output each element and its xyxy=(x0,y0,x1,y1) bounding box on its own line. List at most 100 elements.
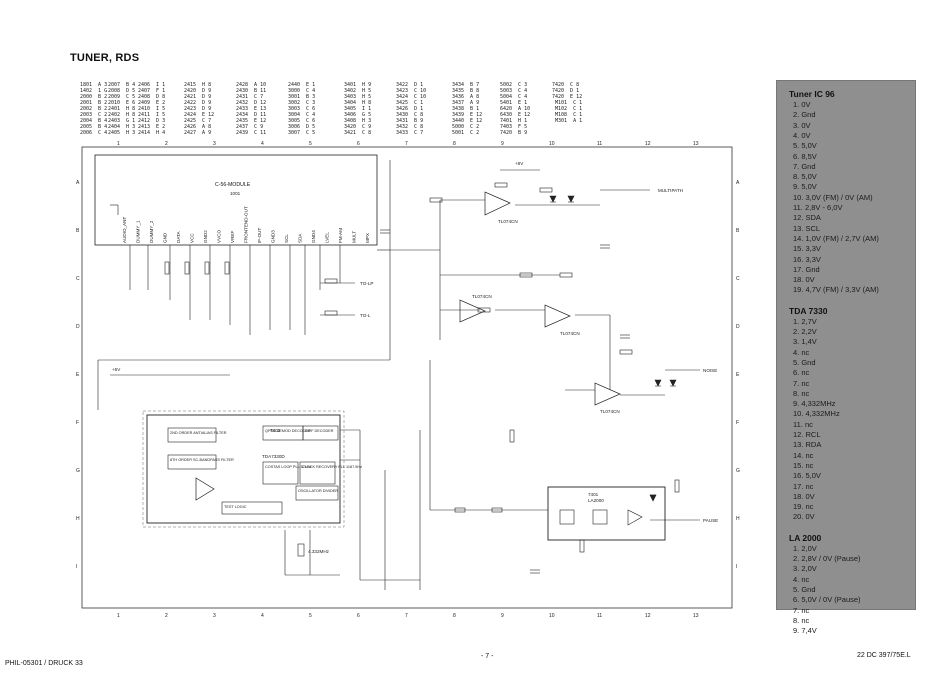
pinout-row: 1. 2,7V xyxy=(793,316,817,326)
supply-label: +5V xyxy=(112,367,121,372)
node-labels: MULTIPATH TO-LP TO-L NOISE PAUSE +5V +8V xyxy=(112,161,718,523)
grid-row-label: G xyxy=(76,468,80,474)
pinout-row: 20. 0V xyxy=(793,512,815,522)
rds-function-block-label: DIFF DECODER xyxy=(305,429,334,433)
pinout-row: 5. 5,0V xyxy=(793,141,817,151)
pinout-row: 3. 2,0V xyxy=(793,564,817,574)
parts-column: 2406 I 1 2407 F 1 2408 D 8 2409 E 2 2410… xyxy=(138,82,166,136)
grid-column-label: 1 xyxy=(117,613,120,619)
pinout-row: 17. Gnd xyxy=(793,264,820,274)
node-to-lp: TO-LP xyxy=(360,281,373,286)
pinout-row: 5. Gnd xyxy=(793,584,816,594)
grid-row-label: A xyxy=(76,180,80,186)
pinout-section-title: Tuner IC 96 xyxy=(789,89,835,99)
la2000-id: 7401 xyxy=(588,492,599,497)
opamp-label-1: TL074CN xyxy=(498,219,518,224)
module-pin-label: GND2 xyxy=(203,230,208,243)
rds-function-block-label: TEST LOGIC xyxy=(224,505,247,509)
grid-column-label: 6 xyxy=(357,613,360,619)
grid-column-label: 9 xyxy=(501,141,504,147)
grid-row-label: I xyxy=(736,564,737,570)
pinout-row: 5. Gnd xyxy=(793,357,816,367)
pinout-row: 9. 7,4V xyxy=(793,626,817,636)
pinout-row: 2. Gnd xyxy=(793,110,816,120)
grid-row-label: C xyxy=(76,276,80,282)
drawing-frame xyxy=(81,146,733,609)
rds-function-block xyxy=(302,425,339,441)
pinout-row: 14. 1,0V (FM) / 2,7V (AM) xyxy=(793,233,879,243)
module-pin-label: DATA xyxy=(176,230,181,243)
diodes xyxy=(549,195,677,502)
module-pin-label: FM-AM xyxy=(338,228,343,243)
grid-row-label: C xyxy=(736,276,740,282)
pinout-row: 7. Gnd xyxy=(793,161,816,171)
pinout-row: 15. nc xyxy=(793,460,814,470)
grid-row-label: B xyxy=(736,228,740,234)
rds-function-block xyxy=(167,427,217,443)
module-label: C-56-MODULE xyxy=(215,182,251,188)
module-pin-label: VVCO xyxy=(217,230,222,243)
grid-column-label: 1 xyxy=(117,141,120,147)
pinout-row: 15. 3,3V xyxy=(793,244,821,254)
rds-function-block-label: 2ND ORDER ANTIALIAS FILTER xyxy=(170,431,227,435)
grid-row-label: F xyxy=(736,420,739,426)
grid-column-label: 13 xyxy=(693,141,699,147)
supply2-label: +8V xyxy=(515,161,524,166)
module-pin-label: GND3 xyxy=(271,230,276,243)
pinout-row: 19. nc xyxy=(793,502,814,512)
module-pin-label: MULT xyxy=(352,231,357,243)
opamp-label-2: TL074CN xyxy=(472,294,492,299)
pinout-row: 12. SDA xyxy=(793,213,821,223)
module-pin-label: GND4 xyxy=(311,230,316,243)
pinout-row: 16. 3,3V xyxy=(793,254,821,264)
grid-row-label: G xyxy=(736,468,740,474)
pinout-row: 10. 3,0V (FM) / 0V (AM) xyxy=(793,192,873,202)
pinout-row: 4. nc xyxy=(793,574,810,584)
pinout-row: 14. nc xyxy=(793,450,814,460)
grid-column-label: 3 xyxy=(213,141,216,147)
opamp-label-4: TL074CN xyxy=(600,409,620,414)
module-pin-label: IF-OUT xyxy=(257,227,262,243)
grid-column-label: 5 xyxy=(309,613,312,619)
pinout-row: 1. 2,0V xyxy=(793,543,817,553)
grid-row-label: E xyxy=(76,372,80,378)
pinout-row: 18. 0V xyxy=(793,275,815,285)
pinout-row: 11. 2,8V - 6,0V xyxy=(793,203,843,212)
module-pin-label: VCC xyxy=(190,233,195,243)
pinout-row: 3. 1,4V xyxy=(793,337,817,347)
rds-function-block-label: 8TH ORDER SC-BANDPASS FILTER xyxy=(170,458,234,462)
module-pin-label: AUDIO_ANT xyxy=(122,217,127,243)
footer-left: PHIL-05301 / DRUCK 33 xyxy=(5,660,83,667)
pinout-row: 9. 4,332MHz xyxy=(793,399,836,409)
pinout-row: 6. 8,5V xyxy=(793,151,817,161)
grid-row-label: B xyxy=(76,228,80,234)
module-pin-label: LVEL xyxy=(325,232,330,243)
opamps xyxy=(459,191,621,406)
grid-column-label: 4 xyxy=(261,141,264,147)
pinout-row: 2. 2,2V xyxy=(793,327,817,336)
rds-function-block-label: OSCILLATOR DIVIDER xyxy=(298,489,338,493)
node-to-l: TO-L xyxy=(360,313,371,318)
rds-function-block-label: COSTAS LOOP PLL 57kHz xyxy=(265,465,311,469)
pinout-row: 4. nc xyxy=(793,347,810,357)
grid-column-label: 10 xyxy=(549,141,555,147)
node-pause: PAUSE xyxy=(703,518,718,523)
grid-column-label: 13 xyxy=(693,613,699,619)
parts-column: 2428 A 10 2430 B 11 2431 C 7 2432 D 12 2… xyxy=(236,82,267,136)
grid-column-label: 7 xyxy=(405,613,408,619)
pinout-row: 1. 0V xyxy=(793,100,811,109)
grid-column-label: 11 xyxy=(597,141,602,147)
module-pin-label: VREF xyxy=(230,231,235,243)
node-noise: NOISE xyxy=(703,368,717,373)
parts-column: 7420 C 8 7420 D 1 7420 E 12 M101 C 1 M10… xyxy=(552,82,583,124)
pinout-row: 16. 5,0V xyxy=(793,471,821,481)
pinout-row: 11. nc xyxy=(793,419,813,429)
pinout-row: 2. 2,8V / 0V (Pause) xyxy=(793,554,861,563)
opamp-label-3: TL074CN xyxy=(560,331,580,336)
grid-row-label: E xyxy=(736,372,740,378)
la2000-ic: 7401 LA2000 xyxy=(547,486,666,541)
module-pin-label: DUMMY_1 xyxy=(136,220,141,243)
grid-column-label: 10 xyxy=(549,613,555,619)
